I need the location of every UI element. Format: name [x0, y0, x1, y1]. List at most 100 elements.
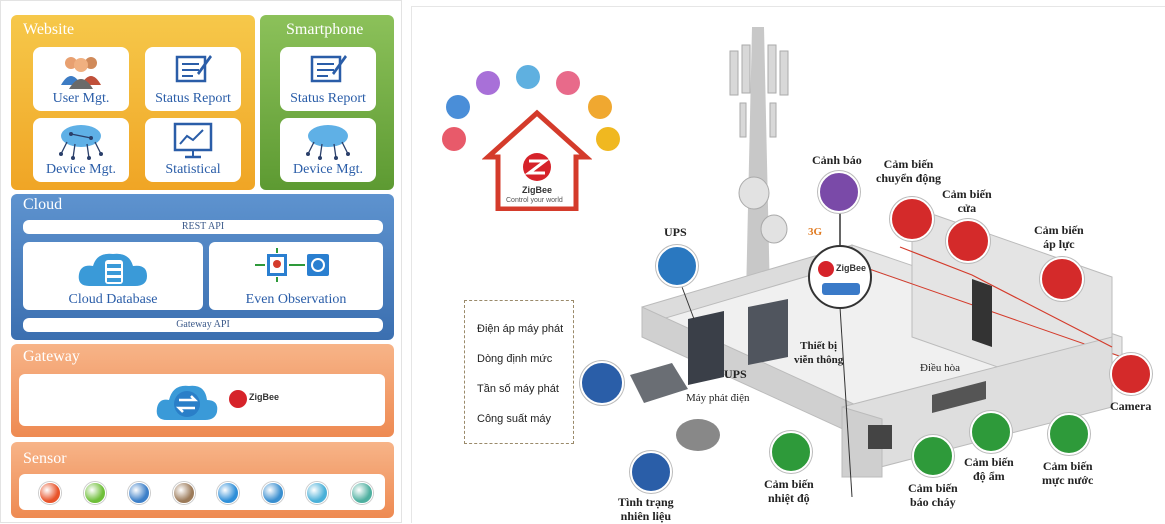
chart-monitor-icon: [173, 122, 213, 159]
cb-chuyen-dong-label: Cảm biến chuyển động: [876, 157, 942, 185]
thiet-bi-label: Thiết bị viễn thông: [794, 340, 844, 366]
building-scene: [630, 27, 1123, 498]
house-outline-icon: [482, 109, 592, 211]
zigbee-hub-icon[interactable]: ZigBee: [808, 245, 872, 309]
may-phat-dien-label: Máy phát điện: [686, 392, 750, 404]
cloud-network-icon: [59, 125, 103, 160]
zigbee-logo-icon: [229, 390, 247, 408]
motion-sensor-icon[interactable]: [890, 197, 934, 241]
pressure-sensor-icon[interactable]: [1040, 257, 1084, 301]
home-zigbee-tagline: Control your world: [506, 197, 563, 204]
appliance-icon: [556, 71, 580, 95]
smartphone-status-report-label: Status Report: [290, 91, 366, 106]
sensor-icon[interactable]: [306, 482, 328, 504]
home-zigbee-brand: ZigBee: [522, 185, 553, 195]
gateway-title: Gateway: [23, 348, 80, 365]
appliance-icon: [596, 127, 620, 151]
sensor-section: Sensor: [11, 442, 394, 518]
architecture-panel: Website User Mgt. Status Report: [0, 0, 402, 523]
device-mgt-card[interactable]: Device Mgt.: [33, 118, 129, 182]
smartphone-status-report-card[interactable]: Status Report: [280, 47, 376, 111]
datacenter-illustration: ZigBee Control your world Điện áp máy ph…: [411, 6, 1165, 523]
website-section: Website User Mgt. Status Report: [11, 15, 255, 190]
camera-label: Camera: [1110, 399, 1152, 413]
gateway-section: Gateway ZigBee: [11, 344, 394, 437]
cloud-sync-icon: [156, 385, 218, 420]
device-mgt-label: Device Mgt.: [46, 162, 116, 177]
sensor-icon[interactable]: [350, 482, 373, 504]
sensor-icon[interactable]: [39, 482, 61, 504]
dieu-hoa-label: Điều hòa: [920, 362, 961, 374]
cb-cua-label: Cảm biến cửa: [942, 187, 992, 215]
report-edit-icon: [175, 55, 212, 83]
ups-bottom-label: UPS: [724, 367, 747, 381]
statistical-label: Statistical: [165, 162, 221, 177]
ups-top-label: UPS: [664, 225, 687, 239]
cloud-database-label: Cloud Database: [68, 292, 158, 307]
cloud-section: Cloud REST API Cloud Database Eve: [11, 194, 394, 340]
fire-sensor-icon[interactable]: [912, 435, 954, 477]
door-sensor-icon[interactable]: [946, 219, 990, 263]
cell-tower-icon: [729, 27, 789, 297]
appliance-icon: [516, 65, 540, 89]
cloud-network-icon: [306, 125, 350, 160]
zigbee-logo-icon: [818, 261, 834, 277]
alarm-message-icon[interactable]: [818, 171, 860, 213]
rest-api-bar: REST API: [23, 220, 383, 234]
cloud-title: Cloud: [23, 196, 63, 213]
sensor-icon[interactable]: [83, 482, 106, 504]
sensor-icon[interactable]: [217, 482, 239, 504]
appliance-icon: [588, 95, 612, 119]
gateway-zigbee-label: ZigBee: [249, 392, 280, 402]
cloud-database-card[interactable]: Cloud Database: [23, 242, 203, 310]
report-edit-icon: [310, 55, 347, 83]
sensor-icon[interactable]: [261, 482, 284, 504]
generator-icon[interactable]: [580, 361, 624, 405]
param-item: Tần số máy phát: [477, 383, 559, 395]
event-monitor-icon: [255, 248, 329, 282]
smartphone-device-mgt-card[interactable]: Device Mgt.: [280, 118, 376, 182]
water-level-sensor-icon[interactable]: [1048, 413, 1090, 455]
status-report-label: Status Report: [155, 91, 231, 106]
router-icon: [822, 283, 860, 295]
sensor-icon[interactable]: [172, 482, 195, 504]
generator-parameters-box: Điện áp máy phát Dòng định mức Tần số má…: [464, 300, 574, 444]
even-observation-label: Even Observation: [245, 292, 347, 307]
cloud-database-icon: [78, 253, 147, 286]
smartphone-title: Smartphone: [286, 21, 364, 38]
sensor-title: Sensor: [23, 450, 67, 467]
zigbee-home-graphic: ZigBee Control your world: [442, 65, 632, 215]
fuel-gauge-icon[interactable]: [630, 451, 672, 493]
camera-icon[interactable]: [1110, 353, 1152, 395]
cb-nhiet-do-label: Cảm biến nhiệt độ: [764, 477, 814, 505]
humidity-sensor-icon[interactable]: [970, 411, 1012, 453]
cb-bao-chay-label: Cảm biến báo cháy: [908, 481, 958, 509]
user-mgt-label: User Mgt.: [52, 91, 110, 106]
statistical-card[interactable]: Statistical: [145, 118, 241, 182]
appliance-icon: [446, 95, 470, 119]
tinh-trang-label: Tình trạng nhiên liệu: [618, 495, 674, 523]
website-title: Website: [23, 21, 75, 38]
cb-do-am-label: Cảm biến độ ẩm: [964, 455, 1014, 483]
appliance-icon: [476, 71, 500, 95]
sensor-icon[interactable]: [128, 482, 150, 504]
gateway-card: ZigBee: [19, 374, 385, 426]
users-icon: [61, 57, 101, 89]
param-item: Dòng định mức: [477, 353, 553, 365]
three-g-label: 3G: [808, 226, 823, 238]
status-report-card[interactable]: Status Report: [145, 47, 241, 111]
smartphone-device-mgt-label: Device Mgt.: [293, 162, 363, 177]
cb-ap-luc-label: Cảm biến áp lực: [1034, 223, 1084, 251]
sensor-card: [19, 474, 385, 510]
temperature-sensor-icon[interactable]: [770, 431, 812, 473]
canh-bao-label: Cảnh báo: [812, 153, 862, 167]
smartphone-section: Smartphone Status Report Device Mgt.: [260, 15, 394, 190]
ups-icon[interactable]: [656, 245, 698, 287]
zigbee-hub-label: ZigBee: [836, 263, 867, 273]
even-observation-card[interactable]: Even Observation: [209, 242, 383, 310]
gateway-api-bar: Gateway API: [23, 318, 383, 332]
param-item: Công suất máy: [477, 413, 551, 425]
param-item: Điện áp máy phát: [477, 323, 564, 335]
user-mgt-card[interactable]: User Mgt.: [33, 47, 129, 111]
appliance-icon: [442, 127, 466, 151]
